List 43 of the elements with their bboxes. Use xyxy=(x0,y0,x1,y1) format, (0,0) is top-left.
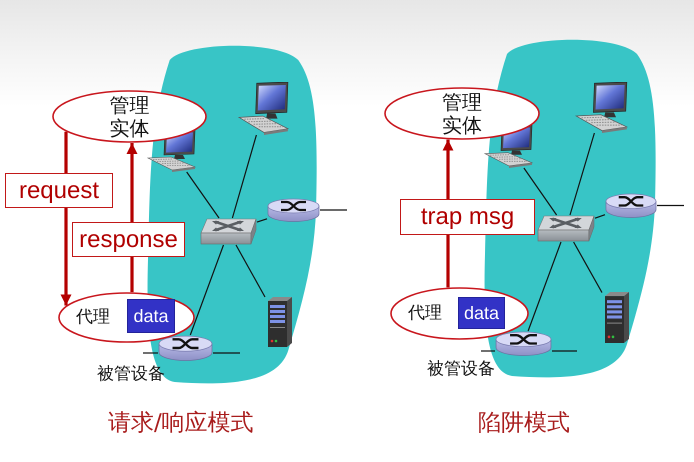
node-text: 管理实体 xyxy=(108,94,150,140)
data-block: data xyxy=(458,297,505,329)
connector-line xyxy=(143,352,158,354)
connector-line xyxy=(256,218,268,223)
server-tower-icon xyxy=(265,297,293,347)
network-switch-icon xyxy=(200,218,257,245)
router-icon xyxy=(158,335,213,361)
node-text: 代理 xyxy=(408,304,442,324)
connector-line xyxy=(232,134,257,218)
connector-line xyxy=(594,214,606,219)
desktop-computer-icon xyxy=(147,130,197,172)
connector-line xyxy=(523,168,558,216)
router-icon xyxy=(495,331,552,356)
connector-line xyxy=(569,132,595,216)
router-icon xyxy=(605,193,657,218)
connector-line xyxy=(573,242,603,293)
edge-label: response xyxy=(72,222,185,257)
connector-line xyxy=(657,204,684,206)
device-caption: 被管设备 xyxy=(427,359,495,380)
connector-line xyxy=(528,242,562,332)
edge-label: trap msg xyxy=(400,199,535,235)
edge-label: request xyxy=(5,173,113,208)
server-tower-icon xyxy=(602,292,630,343)
desktop-computer-icon xyxy=(484,125,534,168)
connector-line xyxy=(481,350,495,352)
connector-line xyxy=(552,350,577,352)
connector-line xyxy=(213,352,240,354)
node-text: 管理实体 xyxy=(441,90,483,136)
node-text: 代理 xyxy=(76,308,110,328)
network-switch-icon xyxy=(537,215,595,242)
desktop-computer-icon xyxy=(238,82,290,135)
connector-line xyxy=(186,172,220,218)
desktop-computer-icon xyxy=(575,82,629,133)
connector-line xyxy=(190,244,224,336)
oval-node xyxy=(52,90,207,143)
device-caption: 被管设备 xyxy=(97,364,165,384)
data-block: data xyxy=(127,299,175,333)
mode-caption: 请求/响应模式 xyxy=(108,410,254,438)
mode-caption: 陷阱模式 xyxy=(478,410,570,438)
connector-line xyxy=(235,244,266,298)
oval-node xyxy=(384,87,540,140)
connector-line xyxy=(320,209,347,211)
router-icon xyxy=(267,198,320,222)
